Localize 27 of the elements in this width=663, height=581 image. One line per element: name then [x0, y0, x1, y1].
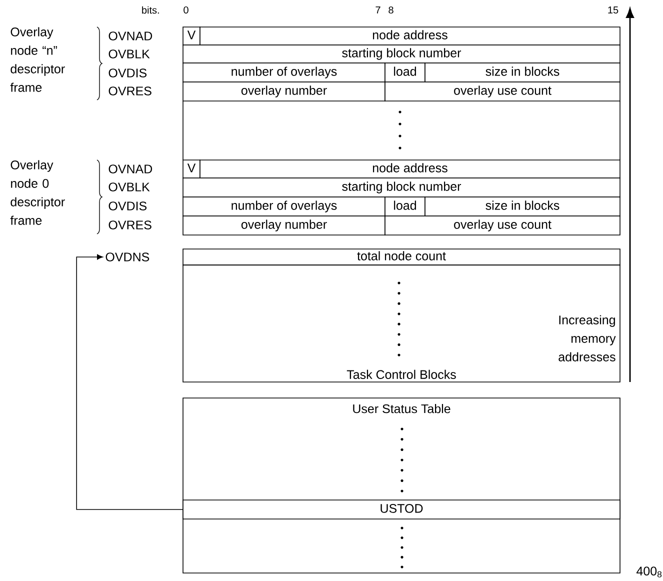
bit-number: 8 [388, 6, 394, 14]
field-cell: V [182, 26, 200, 46]
field-name: OVDIS [108, 202, 147, 210]
arrow [76, 254, 183, 510]
field-cell: overlay number [182, 216, 386, 236]
frame-caption: Overlay node “n” descriptor frame [10, 27, 65, 92]
field-cell: overlay number [182, 82, 386, 102]
frame-caption: Overlay node 0 descriptor frame [10, 160, 65, 225]
field-cell: load [384, 196, 426, 216]
bit-number: 7 [376, 6, 380, 14]
field-cell: USTOD [182, 500, 620, 520]
field-name: OVNAD [108, 164, 152, 174]
field-name: OVNAD [108, 32, 152, 40]
field-cell: load [384, 62, 426, 82]
register-label: OVDNS [106, 252, 150, 262]
field-name: OVRES [108, 86, 152, 96]
field-name: OVDIS [108, 68, 147, 78]
field-name: 400$_{8}$ [636, 566, 662, 578]
axis-caption: Increasing memory addresses [558, 315, 616, 362]
field-name: OVRES [108, 220, 152, 230]
bit-number: 0 [184, 6, 188, 14]
bit-number: 15 [608, 6, 618, 14]
field-cell: V [182, 160, 200, 178]
bit-number: bits. [142, 6, 159, 14]
field-cell: total node count [182, 248, 620, 266]
field-name: OVBLK [108, 182, 150, 192]
field-name: OVBLK [108, 50, 150, 58]
